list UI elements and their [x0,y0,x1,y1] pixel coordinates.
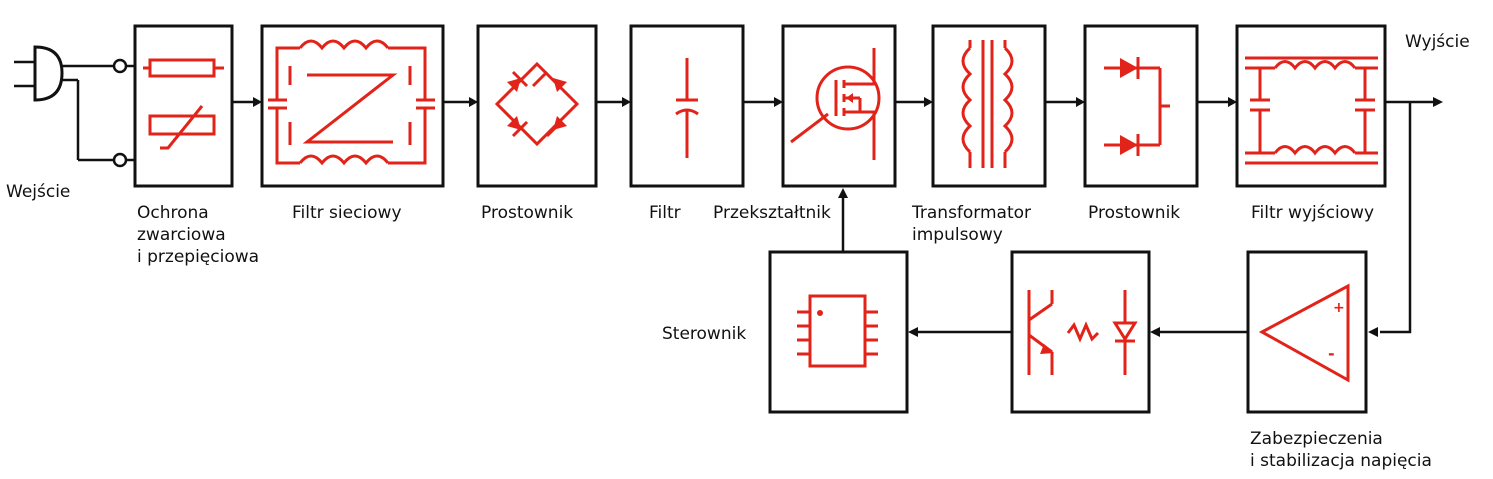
power-plug-icon [14,45,135,168]
rectifier-block-2 [1083,24,1199,188]
optocoupler-block [1010,250,1151,414]
converter-label: Przekształtnik [713,203,831,223]
line-filter-label: Filtr sieciowy [292,203,402,223]
protection-block [133,24,234,188]
controller-block [768,250,909,414]
transformer-block [931,24,1047,188]
feedback-label: Zabezpieczenia i stabilizacja napięcia [1250,429,1432,471]
rectifier-1-label: Prostownik [481,203,574,223]
varistor-icon [148,105,216,150]
mosfet-icon [790,48,881,160]
amp-plus: + [1333,300,1345,316]
ic-chip-icon [797,294,878,368]
converter-block [781,24,897,188]
output-filter-icon [1245,56,1378,165]
transformer-label: Transformator impulsowy [912,203,1032,245]
input-label: Wejście [6,182,71,202]
feedback-block: + - [1246,250,1368,414]
line-filter-icon [268,39,435,166]
output-filter-block [1235,24,1387,188]
bridge-rectifier-icon [494,61,580,147]
dual-diode-icon [1104,57,1170,156]
filter-block [629,24,745,188]
filter-label: Filtr [649,203,681,223]
rectifier-block-1 [476,24,598,188]
fuse-icon [143,58,224,78]
protection-label: Ochrona zwarciowa i przepięciowa [137,203,260,267]
op-amp-icon: + - [1258,283,1350,383]
controller-label: Sterownik [662,324,747,344]
optocoupler-icon [1027,290,1138,375]
rectifier-2-label: Prostownik [1088,203,1181,223]
line-filter-block [260,24,445,188]
transformer-icon [961,40,1014,168]
output-filter-label: Filtr wyjściowy [1251,203,1375,223]
signal-arrows [232,97,1443,337]
amp-minus: - [1328,344,1335,363]
output-label: Wyjście [1405,32,1470,52]
capacitor-icon [675,58,699,158]
